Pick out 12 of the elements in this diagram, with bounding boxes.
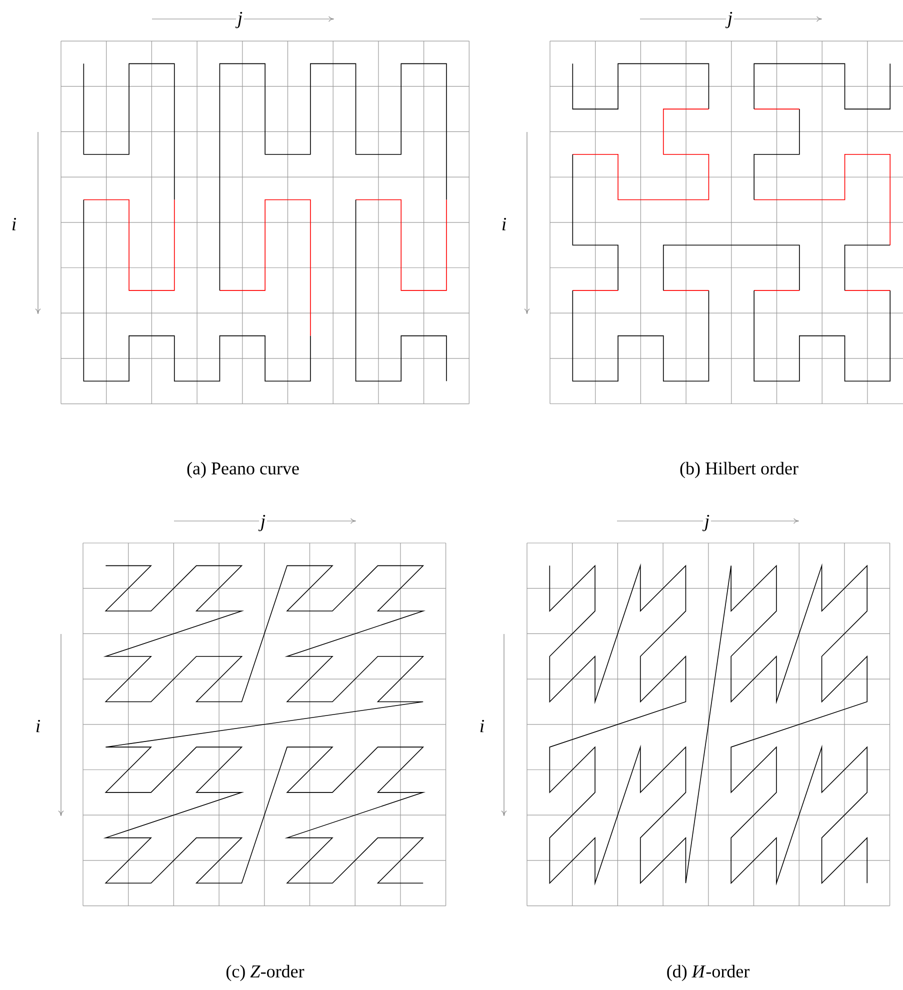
caption: (c) Z-order (226, 964, 304, 982)
axis-label: i (10, 216, 18, 232)
axis-label: j (702, 514, 711, 532)
caption: (d) И-order (667, 964, 750, 982)
caption: (b) Hilbert order (680, 462, 798, 478)
axis-label: i (34, 718, 42, 734)
axis-label: j (258, 514, 267, 532)
axis-label: i (500, 216, 508, 232)
caption: (a) Peano curve (187, 462, 299, 478)
axis-label: j (235, 10, 244, 30)
axis-label: i (478, 718, 486, 734)
axis-label: j (725, 10, 734, 30)
